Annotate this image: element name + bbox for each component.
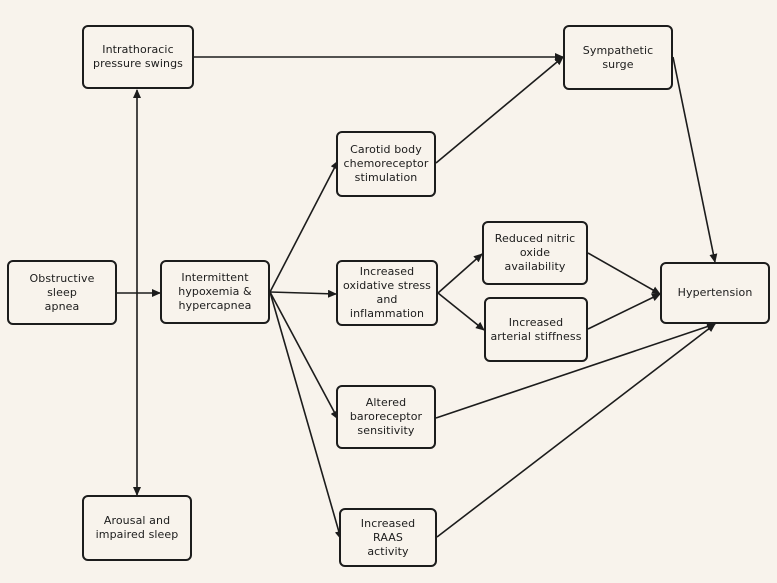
arrow-ioxs-to-ias: [437, 292, 485, 331]
node-reduced-nitric-oxide-availability: Reduced nitric oxide availability: [482, 221, 588, 285]
arrow-rno-to-htn: [587, 252, 661, 295]
node-hypertension: Hypertension: [660, 262, 770, 324]
node-increased-oxidative-stress-inflammation: Increased oxidative stress and inflammat…: [336, 260, 438, 326]
arrow-abs-to-htn: [435, 322, 716, 419]
node-arousal-impaired-sleep: Arousal and impaired sleep: [82, 495, 192, 561]
node-intermittent-hypoxemia-hypercapnea: Intermittent hypoxemia & hypercapnea: [160, 260, 270, 324]
node-sympathetic-surge: Sympathetic surge: [563, 25, 673, 90]
node-obstructive-sleep-apnea: Obstructive sleep apnea: [7, 260, 117, 325]
node-increased-arterial-stiffness: Increased arterial stiffness: [484, 297, 588, 362]
node-carotid-body-chemoreceptor-stimulation: Carotid body chemoreceptor stimulation: [336, 131, 436, 197]
arrow-ss-to-htn: [672, 56, 718, 263]
arrow-cbcs-to-ss: [435, 56, 564, 164]
arrow-ith-to-cbcs: [269, 160, 339, 293]
arrow-ith-to-raas: [269, 291, 343, 540]
arrow-ith-to-ioxs: [269, 289, 337, 298]
node-altered-baroreceptor-sensitivity: Altered baroreceptor sensitivity: [336, 385, 436, 449]
node-intrathoracic-pressure-swings: Intrathoracic pressure swings: [82, 25, 194, 89]
arrow-raas-to-htn: [436, 323, 716, 538]
arrow-ith-to-abs: [269, 291, 339, 420]
arrow-ias-to-htn: [587, 293, 661, 330]
arrow-ioxs-to-rno: [437, 253, 483, 294]
node-increased-raas-activity: Increased RAAS activity: [339, 508, 437, 567]
